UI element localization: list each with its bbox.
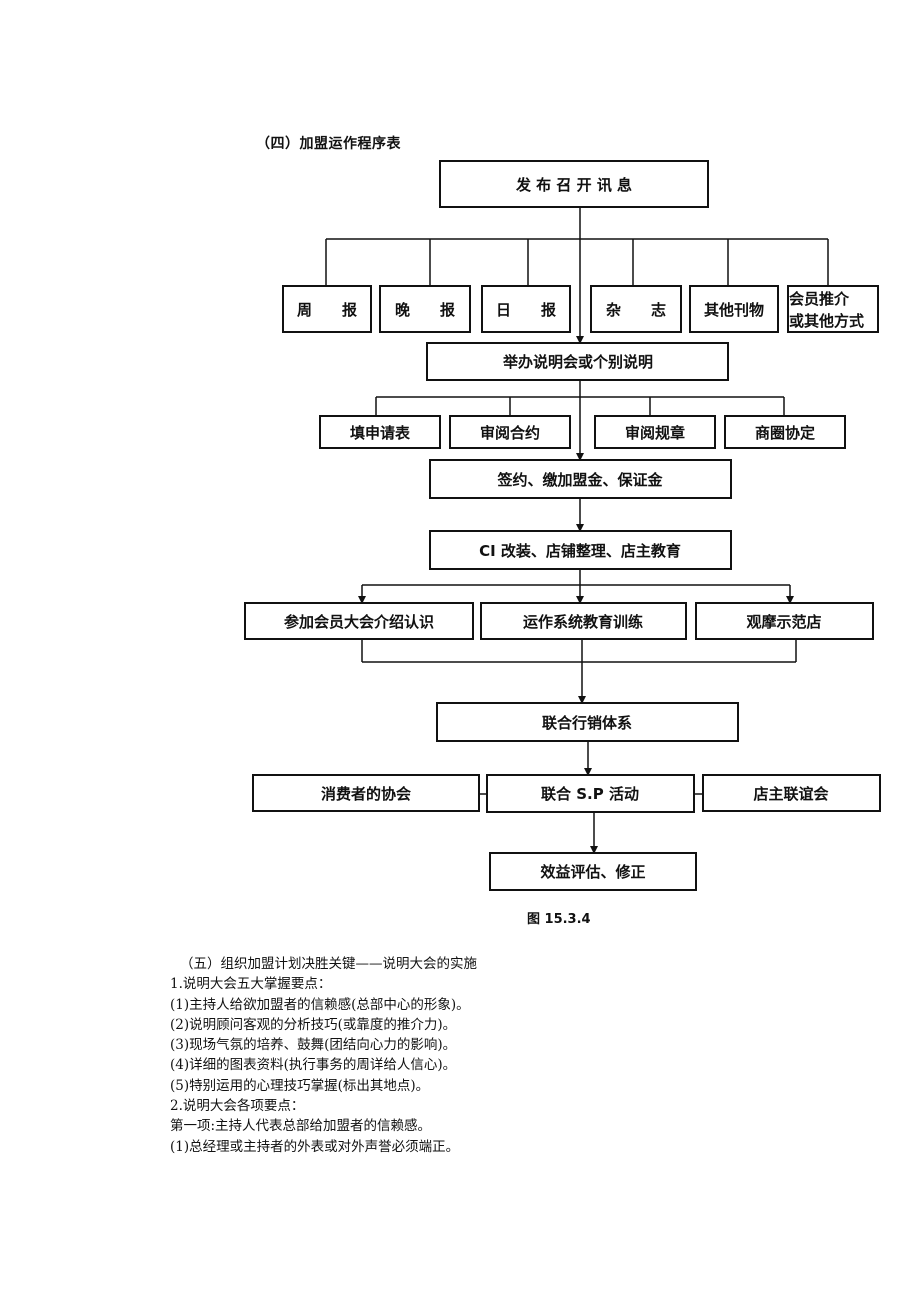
svg-text:会员推介: 会员推介 bbox=[789, 290, 850, 308]
body-line: 1.说明大会五大掌握要点： bbox=[170, 976, 332, 993]
svg-text:日 报: 日 报 bbox=[496, 301, 556, 319]
svg-text:周 报: 周 报 bbox=[297, 301, 357, 319]
svg-text:商圈协定: 商圈协定 bbox=[755, 424, 815, 442]
body-line: (2)说明顾问客观的分析技巧(或靠度的推介力)。 bbox=[170, 1016, 457, 1033]
node-publish: 发 布 召 开 讯 息 bbox=[439, 160, 709, 208]
svg-text:店主联谊会: 店主联谊会 bbox=[753, 785, 828, 803]
flowchart-title: （四）加盟运作程序表 bbox=[256, 136, 401, 152]
svg-text:签约、缴加盟金、保证金: 签约、缴加盟金、保证金 bbox=[496, 471, 663, 489]
body-line: (4)详细的图表资料(执行事务的周详给人信心)。 bbox=[170, 1057, 457, 1074]
figure-caption: 图 15.3.4 bbox=[527, 912, 591, 927]
node-consumer-association: 消费者的协会 bbox=[252, 774, 480, 812]
node-briefing: 举办说明会或个别说明 bbox=[426, 342, 729, 381]
svg-text:运作系统教育训练: 运作系统教育训练 bbox=[523, 613, 643, 631]
node-daily: 日 报 bbox=[481, 285, 571, 333]
svg-text:杂 志: 杂 志 bbox=[606, 301, 666, 319]
section-heading: （五）组织加盟计划决胜关键——说明大会的实施 bbox=[180, 956, 477, 972]
node-weekly: 周 报 bbox=[282, 285, 372, 333]
node-member-conference: 参加会员大会介绍认识 bbox=[244, 602, 474, 640]
body-line: 2.说明大会各项要点： bbox=[170, 1098, 305, 1115]
body-line: 第一项:主持人代表总部给加盟者的信赖感。 bbox=[170, 1118, 432, 1135]
connector-lines bbox=[325, 207, 829, 854]
node-sign: 签约、缴加盟金、保证金 bbox=[429, 459, 732, 499]
svg-text:其他刊物: 其他刊物 bbox=[704, 301, 764, 319]
svg-text:消费者的协会: 消费者的协会 bbox=[321, 785, 411, 803]
svg-text:CI 改装、店铺整理、店主教育: CI 改装、店铺整理、店主教育 bbox=[479, 542, 681, 560]
node-evening: 晚 报 bbox=[379, 285, 471, 333]
body-text: （五）组织加盟计划决胜关键——说明大会的实施 1.说明大会五大掌握要点： (1)… bbox=[170, 954, 870, 1157]
node-ci: CI 改装、店铺整理、店主教育 bbox=[429, 530, 732, 570]
body-line: (1)主持人给欲加盟者的信赖感(总部中心的形象)。 bbox=[170, 996, 470, 1013]
svg-text:观摩示范店: 观摩示范店 bbox=[746, 613, 821, 631]
node-member-referral: 会员推介 或其他方式 bbox=[787, 285, 879, 333]
svg-text:联合 S.P 活动: 联合 S.P 活动 bbox=[541, 785, 639, 803]
svg-text:填申请表: 填申请表 bbox=[350, 424, 411, 442]
svg-text:效益评估、修正: 效益评估、修正 bbox=[540, 863, 645, 881]
node-fill-form: 填申请表 bbox=[319, 415, 441, 449]
node-joint-sp: 联合 S.P 活动 bbox=[486, 774, 695, 813]
body-line: (5)特别运用的心理技巧掌握(标出其地点)。 bbox=[170, 1077, 430, 1094]
svg-text:联合行销体系: 联合行销体系 bbox=[542, 714, 632, 732]
node-review-contract: 审阅合约 bbox=[449, 415, 571, 449]
body-line: (1)总经理或主持者的外表或对外声誉必须端正。 bbox=[170, 1138, 460, 1155]
svg-text:审阅规章: 审阅规章 bbox=[625, 424, 685, 442]
svg-text:举办说明会或个别说明: 举办说明会或个别说明 bbox=[502, 353, 653, 371]
node-review-rules: 审阅规章 bbox=[594, 415, 716, 449]
node-other-publications: 其他刊物 bbox=[689, 285, 779, 333]
node-evaluate: 效益评估、修正 bbox=[489, 852, 697, 891]
node-joint-marketing: 联合行销体系 bbox=[436, 702, 739, 742]
svg-text:审阅合约: 审阅合约 bbox=[480, 424, 540, 442]
node-magazine: 杂 志 bbox=[590, 285, 682, 333]
svg-text:参加会员大会介绍认识: 参加会员大会介绍认识 bbox=[284, 613, 434, 631]
body-line: (3)现场气氛的培养、鼓舞(团结向心力的影响)。 bbox=[170, 1037, 457, 1054]
node-visit-store: 观摩示范店 bbox=[695, 602, 874, 640]
svg-text:晚 报: 晚 报 bbox=[395, 301, 455, 319]
svg-text:或其他方式: 或其他方式 bbox=[789, 312, 864, 330]
node-training: 运作系统教育训练 bbox=[480, 602, 687, 640]
node-negotiate: 商圈协定 bbox=[724, 415, 846, 449]
flowchart: 发 布 召 开 讯 息 周 报 晚 报 日 报 杂 志 其他刊物 会员推介 或其… bbox=[244, 160, 881, 891]
svg-text:发 布 召 开 讯 息: 发 布 召 开 讯 息 bbox=[515, 176, 632, 194]
node-owner-club: 店主联谊会 bbox=[702, 774, 881, 812]
